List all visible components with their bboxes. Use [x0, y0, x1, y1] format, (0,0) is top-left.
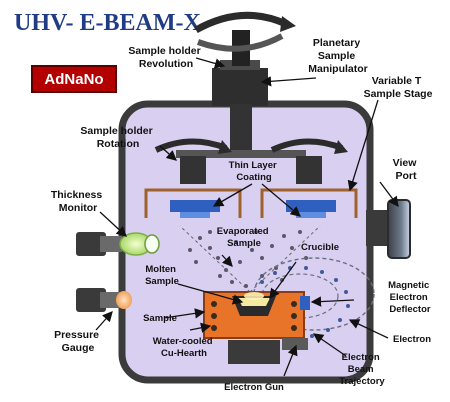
label-water-cooled-cu-hearth: Water-cooled Cu-Hearth [153, 336, 215, 359]
leader-electron [348, 319, 389, 339]
label-evaporated-sample: Evaporated Sample [217, 226, 271, 249]
page-title: UHV- E-BEAM-X [14, 10, 202, 36]
leader-molten [177, 283, 244, 305]
electron-gun [228, 340, 280, 364]
cooling-channels [211, 301, 297, 331]
label-variable-t-sample-stage: Variable T Sample Stage [364, 75, 433, 100]
view-port-flange [366, 210, 388, 246]
logo-badge [31, 65, 117, 93]
label-thin-layer-coating: Thin Layer Coating [229, 160, 280, 183]
planetary-arm [176, 150, 306, 158]
leader-rotation [159, 145, 177, 161]
leader-sample [163, 308, 206, 319]
label-pressure-gauge: Pressure Gauge [54, 329, 102, 354]
label-sample-holder-revolution: Sample holder Revolution [128, 45, 203, 70]
left-sample-holder [170, 200, 220, 212]
pressure-gauge-neck [100, 292, 122, 308]
emission-cone-right [249, 225, 321, 293]
magnetic-deflector [300, 296, 310, 310]
molten-sample [238, 298, 270, 306]
beam-trajectory-outer [253, 257, 375, 331]
label-electron-beam-trajectory: Electron Beam Trajectory [339, 352, 385, 387]
manipulator-flange [212, 68, 268, 106]
leader-coating-left [212, 183, 253, 207]
left-rotation-arrowhead [218, 140, 232, 154]
label-planetary-sample-manipulator: Planetary Sample Manipulator [308, 37, 368, 75]
leader-thickness [99, 211, 127, 237]
leader-gun [283, 344, 298, 377]
left-substrate [180, 212, 210, 218]
leader-crucible [269, 261, 297, 300]
leader-trajectory [312, 333, 347, 357]
leader-hearth [189, 322, 212, 333]
leader-deflector [310, 296, 355, 307]
logo-text: AdNaNo [44, 71, 103, 88]
leader-viewport [379, 181, 399, 208]
label-electron: Electron [393, 334, 431, 345]
beam-electrons [260, 266, 350, 338]
view-port-window [387, 199, 411, 259]
right-rotation-arrow [270, 138, 344, 153]
thickness-monitor-crystal [144, 234, 160, 254]
leader-manipulator [260, 76, 317, 87]
label-sample-holder-rotation: Sample holder Rotation [80, 125, 155, 150]
left-spindle [180, 156, 206, 184]
inner-shaft [230, 104, 252, 150]
leader-pressure [95, 311, 113, 331]
beam-trajectory-inner [261, 273, 339, 319]
label-molten-sample: Molten Sample [145, 264, 179, 287]
pressure-gauge-port [76, 288, 106, 312]
right-spindle [296, 156, 322, 184]
revolution-arrow-lower [196, 33, 284, 52]
thickness-monitor-port [76, 232, 106, 256]
leader-coating-right [261, 183, 301, 217]
left-stage-bracket [144, 188, 242, 218]
emission-cone-left [179, 225, 251, 293]
leader-evaporated [221, 254, 233, 267]
right-stage-bracket [260, 188, 358, 218]
revolution-arrow [194, 11, 288, 34]
pressure-gauge-sensor [116, 291, 132, 309]
label-view-port: View Port [393, 157, 420, 182]
right-substrate [296, 212, 326, 218]
leader-revolution [195, 57, 226, 69]
leader-stage [347, 99, 379, 192]
label-sample: Sample [143, 313, 177, 324]
right-rotation-arrowhead [334, 140, 348, 154]
label-thickness-monitor: Thickness Monitor [51, 189, 105, 214]
melt-glow [244, 292, 264, 300]
revolution-arrowhead [280, 16, 296, 32]
label-electron-gun: Electron Gun [224, 382, 284, 393]
thickness-monitor-neck [100, 236, 122, 252]
label-crucible: Crucible [301, 242, 339, 253]
label-magnetic-electron-deflector: Magnetic Electron Deflector [388, 280, 432, 315]
